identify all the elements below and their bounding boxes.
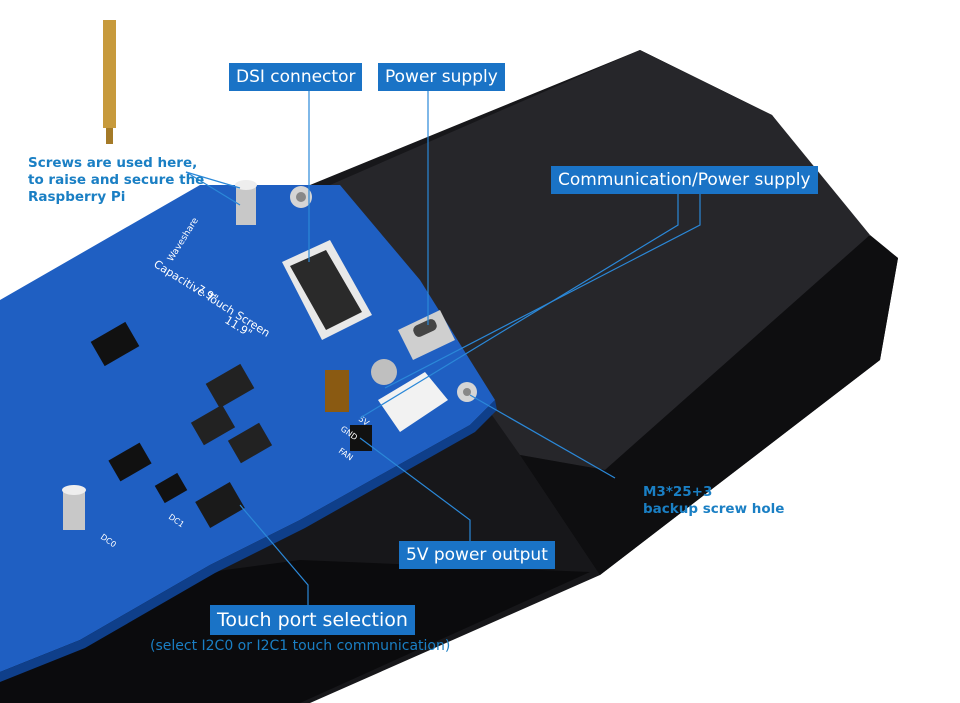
screws-note-line2: to raise and secure the — [28, 172, 205, 188]
backup-note-line1: M3*25+3 — [643, 484, 713, 500]
screws-note-line1: Screws are used here, — [28, 155, 198, 171]
callout-lines — [185, 88, 701, 606]
backup-screw-note: M3*25+3 backup screw hole — [643, 484, 784, 518]
dsi-connector-label: DSI connector — [229, 63, 363, 91]
brass-standoff — [103, 20, 116, 144]
touch-port-note: (select I2C0 or I2C1 touch communication… — [150, 638, 451, 654]
power-supply-label: Power supply — [378, 63, 505, 91]
comm-leader-line — [384, 192, 701, 389]
screws-note-line3: Raspberry Pi — [28, 189, 126, 205]
five-v-output-label: 5V power output — [399, 541, 555, 569]
pcb-board — [0, 180, 497, 682]
comm-leader-line-2 — [359, 192, 679, 419]
touch-port-leader-line — [239, 504, 309, 606]
screws-leader-line-2 — [185, 171, 241, 206]
backup-leader-line — [469, 394, 616, 479]
touch-port-selection-label: Touch port selection — [210, 605, 415, 635]
screws-note: Screws are used here, to raise and secur… — [28, 155, 204, 206]
5v-leader-line — [359, 437, 471, 542]
backup-note-line2: backup screw hole — [643, 501, 785, 517]
screws-leader-line — [185, 171, 241, 189]
communication-power-label: Communication/Power supply — [551, 166, 818, 194]
